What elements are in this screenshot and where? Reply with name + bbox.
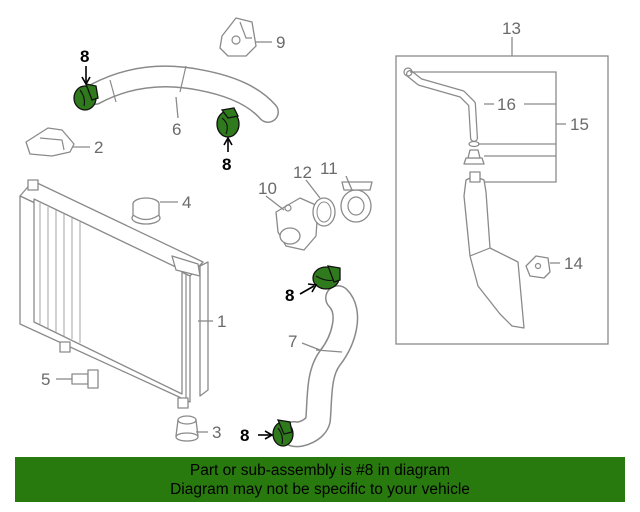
callout-5: 5 bbox=[41, 370, 50, 389]
callout-8-c: 8 bbox=[285, 286, 294, 305]
coolant-reservoir bbox=[463, 171, 525, 329]
parts-diagram: 1 2 3 4 5 6 7 9 10 11 12 13 14 15 16 8 8… bbox=[19, 17, 609, 448]
thermostat bbox=[340, 181, 373, 223]
hose-bracket bbox=[219, 17, 257, 57]
callout-13: 13 bbox=[502, 19, 521, 38]
callout-3: 3 bbox=[212, 423, 221, 442]
callout-4: 4 bbox=[182, 193, 191, 212]
callout-6: 6 bbox=[172, 120, 181, 139]
radiator-support-bracket bbox=[25, 127, 75, 157]
callout-7: 7 bbox=[288, 332, 297, 351]
part-notice-banner: Part or sub-assembly is #8 in diagram Di… bbox=[15, 457, 625, 502]
callout-14: 14 bbox=[564, 254, 583, 273]
callout-2: 2 bbox=[94, 138, 103, 157]
radiator-cap bbox=[131, 197, 161, 225]
hose-clamp-upper-right bbox=[216, 107, 240, 152]
callout-8-a: 8 bbox=[80, 47, 89, 66]
reservoir-bracket bbox=[525, 255, 551, 279]
radiator-cushion bbox=[175, 415, 199, 442]
callout-9: 9 bbox=[276, 33, 285, 52]
upper-radiator-hose bbox=[84, 65, 279, 123]
callout-8-b: 8 bbox=[222, 155, 231, 174]
callout-16: 16 bbox=[497, 95, 516, 114]
radiator bbox=[19, 179, 209, 409]
water-inlet-housing bbox=[275, 197, 319, 251]
callout-15: 15 bbox=[570, 115, 589, 134]
callout-8-d: 8 bbox=[240, 426, 249, 445]
hose-clamp-lower-bottom bbox=[258, 419, 294, 447]
banner-line-2: Diagram may not be specific to your vehi… bbox=[170, 481, 470, 498]
callout-12: 12 bbox=[293, 163, 312, 182]
thermostat-gasket bbox=[312, 197, 336, 227]
lower-radiator-hose bbox=[281, 285, 359, 448]
callout-1: 1 bbox=[217, 312, 226, 331]
callout-10: 10 bbox=[258, 179, 277, 198]
hose-clamp-upper-left bbox=[73, 66, 99, 111]
drain-cock-plug bbox=[71, 369, 99, 389]
hose-clamp-lower-upper bbox=[299, 265, 341, 295]
callout-11: 11 bbox=[320, 159, 338, 178]
banner-line-1: Part or sub-assembly is #8 in diagram bbox=[189, 462, 451, 479]
